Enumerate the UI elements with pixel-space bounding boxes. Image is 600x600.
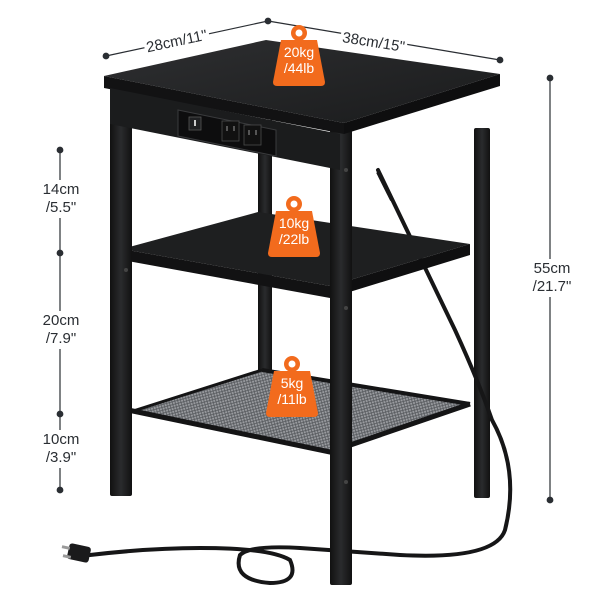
power-strip: [177, 109, 277, 157]
weight-icon: [273, 25, 325, 86]
plug-icon: [61, 543, 91, 563]
middle-load-capacity-badge: 10kg/22lb: [266, 195, 322, 257]
bottom-gap-dimension-label: 10cm/3.9": [34, 430, 88, 468]
ac-outlet-icon: [243, 124, 262, 146]
total-height-dimension-label: 55cm/21.7": [522, 259, 582, 297]
power-cord: [88, 168, 513, 586]
top-load-capacity-badge: 20kg/44lb: [271, 24, 327, 86]
weight-icon: [266, 356, 318, 417]
middle-gap-dimension-label: 20cm/7.9": [34, 311, 88, 349]
ac-outlet-icon: [221, 120, 240, 142]
weight-icon: [268, 196, 320, 257]
bottom-load-capacity-badge: 5kg/11lb: [264, 355, 320, 417]
front-legs: [110, 86, 352, 585]
top-gap-dimension-label: 14cm/5.5": [36, 180, 86, 218]
